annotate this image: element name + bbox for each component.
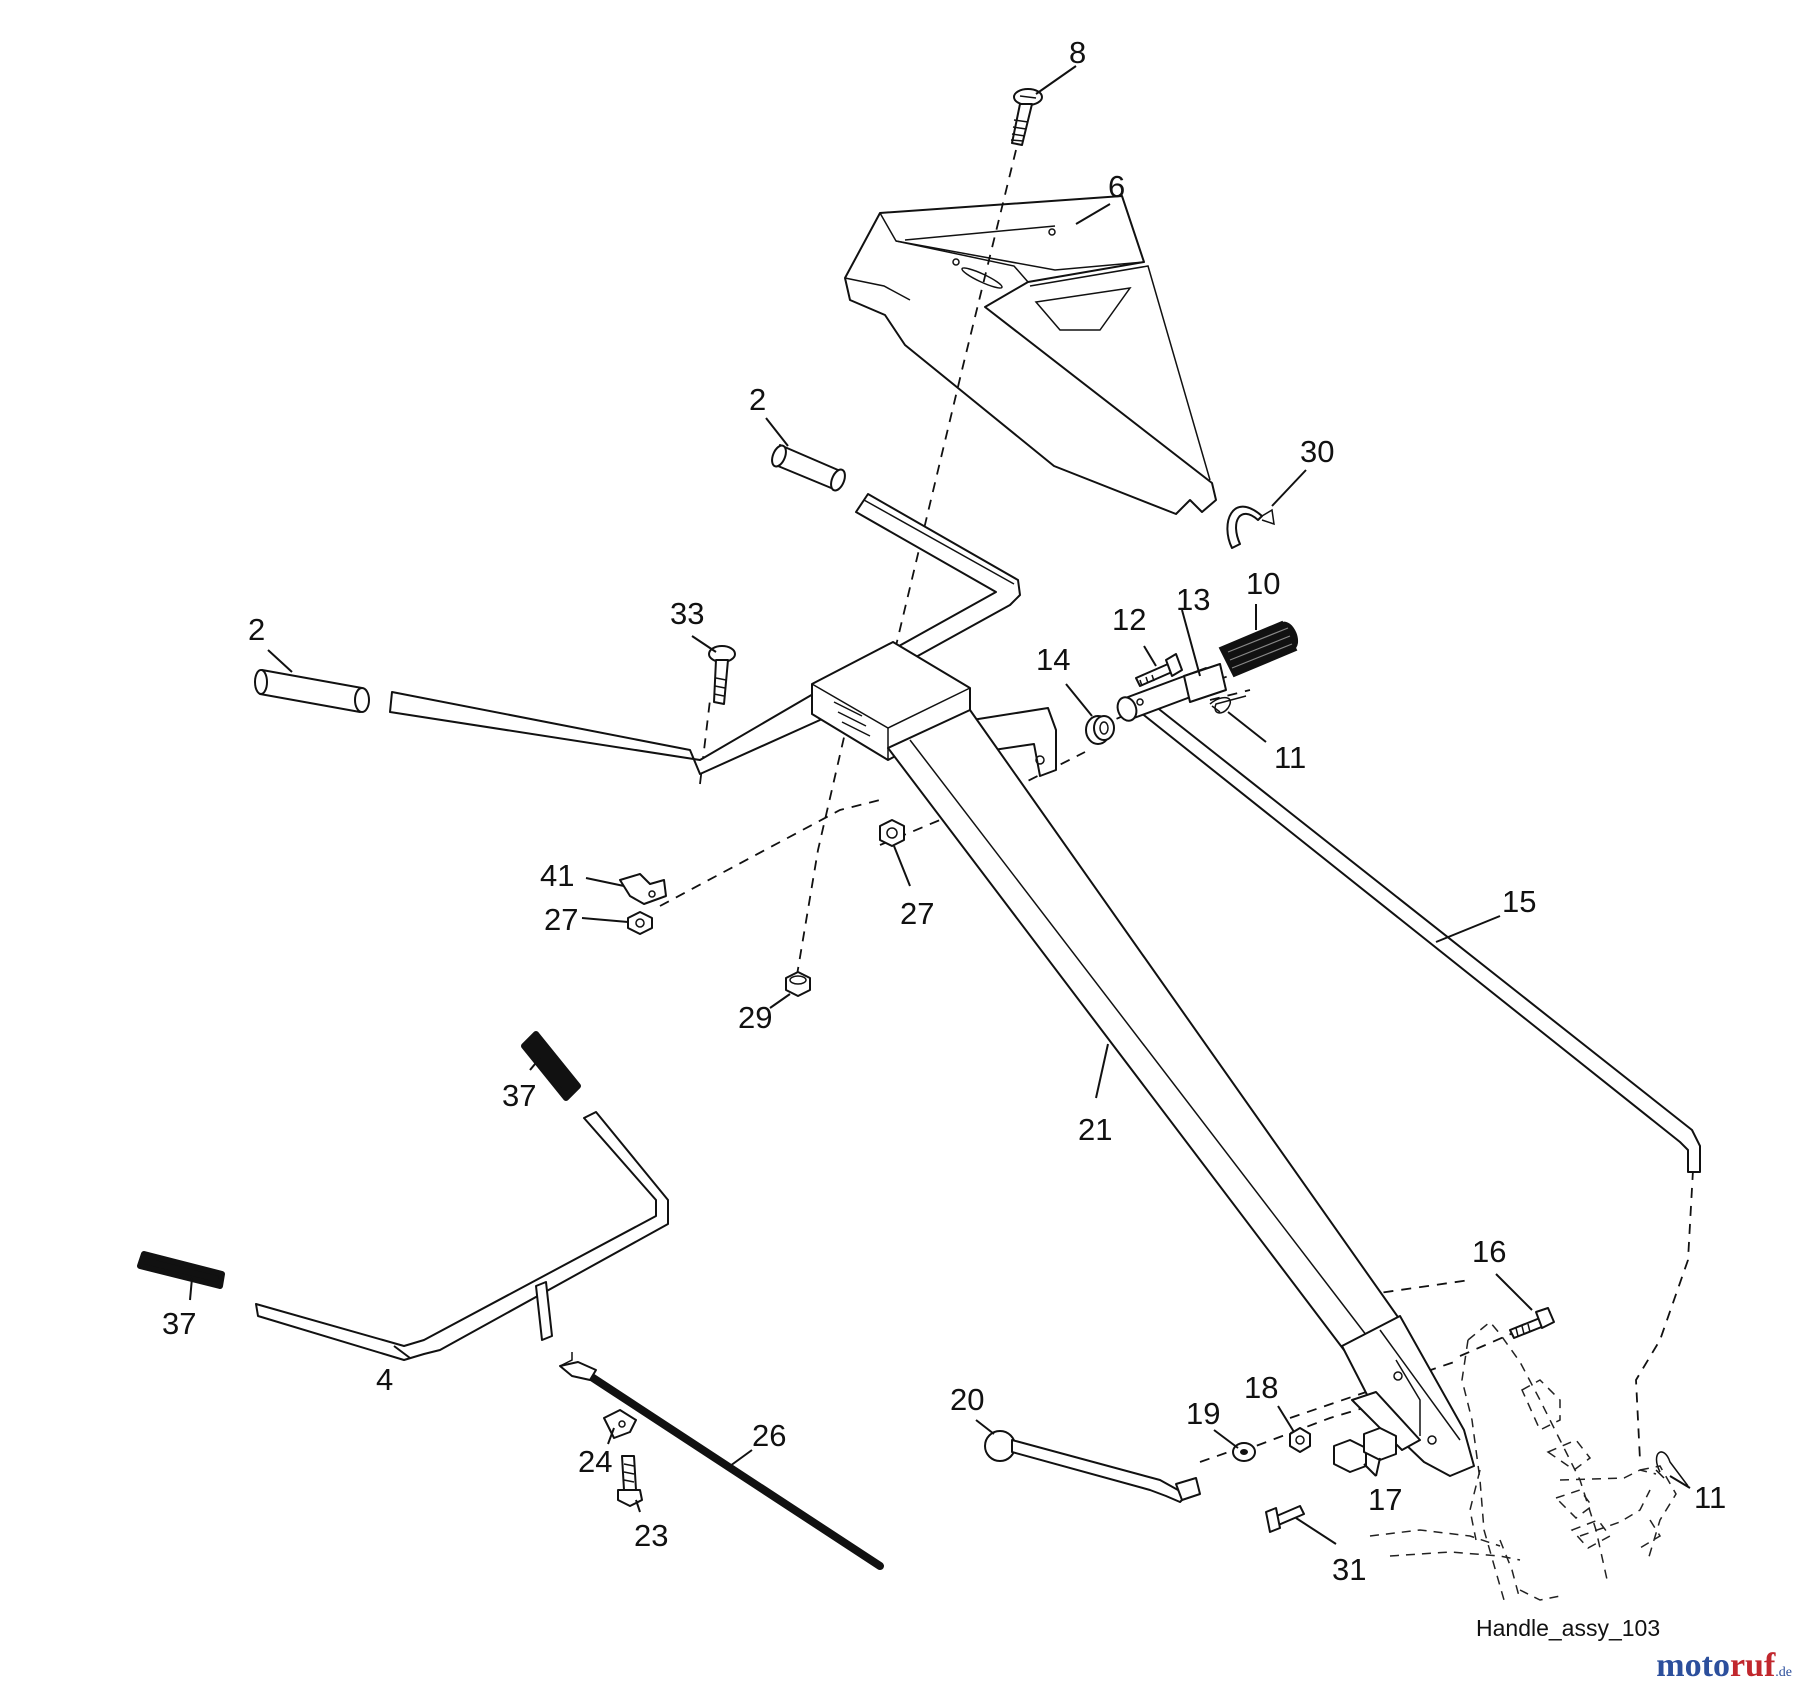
callout-labels: 8 6 2 30 2 33 12 13 10 14 11 41 27 27 29… bbox=[162, 35, 1726, 1587]
callout-29: 29 bbox=[738, 1000, 772, 1035]
watermark-brand-suffix: .de bbox=[1775, 1665, 1792, 1680]
part-bail-lever bbox=[255, 1111, 669, 1361]
callout-30: 30 bbox=[1300, 434, 1334, 469]
callout-4: 4 bbox=[376, 1362, 393, 1397]
part-bolt-23 bbox=[617, 1455, 643, 1507]
part-main-tube bbox=[887, 709, 1401, 1351]
part-grip-upper bbox=[771, 444, 846, 492]
part-bolt-16 bbox=[1509, 1307, 1555, 1339]
part-lever-pivot bbox=[1116, 663, 1227, 722]
part-pivot-bracket bbox=[1341, 1315, 1475, 1477]
part-nut-27b bbox=[879, 819, 905, 847]
part-clip-11-lower bbox=[1655, 1451, 1689, 1487]
part-grip-left bbox=[254, 669, 370, 713]
callout-16: 16 bbox=[1472, 1234, 1506, 1269]
callout-27-left: 27 bbox=[544, 902, 578, 937]
callout-2-upper: 2 bbox=[749, 382, 766, 417]
leader-lines bbox=[189, 65, 1691, 1545]
callout-27-center: 27 bbox=[900, 896, 934, 931]
part-console-cover bbox=[844, 195, 1217, 515]
callout-14: 14 bbox=[1036, 642, 1070, 677]
callout-21: 21 bbox=[1078, 1112, 1112, 1147]
callout-37-lower: 37 bbox=[162, 1306, 196, 1341]
part-bolt-33 bbox=[708, 645, 736, 705]
part-clip-11-upper bbox=[1209, 695, 1247, 714]
callout-10: 10 bbox=[1246, 566, 1280, 601]
part-grip-37-upper bbox=[521, 1031, 581, 1101]
part-nut-27a bbox=[627, 911, 653, 935]
callout-12: 12 bbox=[1112, 602, 1146, 637]
part-shift-lever bbox=[984, 1430, 1201, 1503]
assembly-lines bbox=[659, 149, 1694, 1463]
part-washer-19 bbox=[1232, 1442, 1256, 1462]
part-clip-30 bbox=[1226, 505, 1275, 549]
callout-31: 31 bbox=[1332, 1552, 1366, 1587]
callout-23: 23 bbox=[634, 1518, 668, 1553]
callout-26: 26 bbox=[752, 1418, 786, 1453]
part-bolt-12 bbox=[1135, 653, 1183, 687]
callout-2-left: 2 bbox=[248, 612, 265, 647]
callout-11-upper: 11 bbox=[1274, 740, 1306, 775]
part-screw-top bbox=[1010, 88, 1043, 146]
diagram-caption: Handle_assy_103 bbox=[1476, 1615, 1660, 1641]
callout-33: 33 bbox=[670, 596, 704, 631]
part-cable-26 bbox=[559, 1352, 884, 1570]
part-clamp-41 bbox=[619, 873, 667, 905]
part-rod bbox=[1139, 701, 1701, 1173]
ghost-frame bbox=[1369, 1320, 1677, 1601]
part-knob-10 bbox=[1218, 620, 1299, 678]
callout-15: 15 bbox=[1502, 884, 1536, 919]
watermark-brand-main: moto bbox=[1656, 1647, 1730, 1684]
part-nut-29 bbox=[785, 971, 811, 997]
watermark-brand-accent: ruf bbox=[1729, 1647, 1776, 1684]
part-grip-37-lower bbox=[137, 1251, 225, 1289]
part-spacer-14 bbox=[1085, 715, 1115, 745]
watermark-logo: motoruf.de bbox=[1656, 1647, 1792, 1685]
callout-37-upper: 37 bbox=[502, 1078, 536, 1113]
callout-41: 41 bbox=[540, 858, 574, 893]
callout-20: 20 bbox=[950, 1382, 984, 1417]
callout-11-lower: 11 bbox=[1694, 1480, 1726, 1515]
callout-8: 8 bbox=[1069, 35, 1086, 70]
callout-13: 13 bbox=[1176, 582, 1210, 617]
callout-24: 24 bbox=[578, 1444, 612, 1479]
part-clamp-24 bbox=[603, 1409, 637, 1439]
part-nut-18 bbox=[1289, 1427, 1311, 1453]
callout-19: 19 bbox=[1186, 1396, 1220, 1431]
callout-6: 6 bbox=[1108, 169, 1125, 204]
callout-17: 17 bbox=[1368, 1482, 1402, 1517]
part-handlebar bbox=[389, 493, 1021, 775]
part-bolt-31 bbox=[1265, 1505, 1305, 1533]
callout-18: 18 bbox=[1244, 1370, 1278, 1405]
